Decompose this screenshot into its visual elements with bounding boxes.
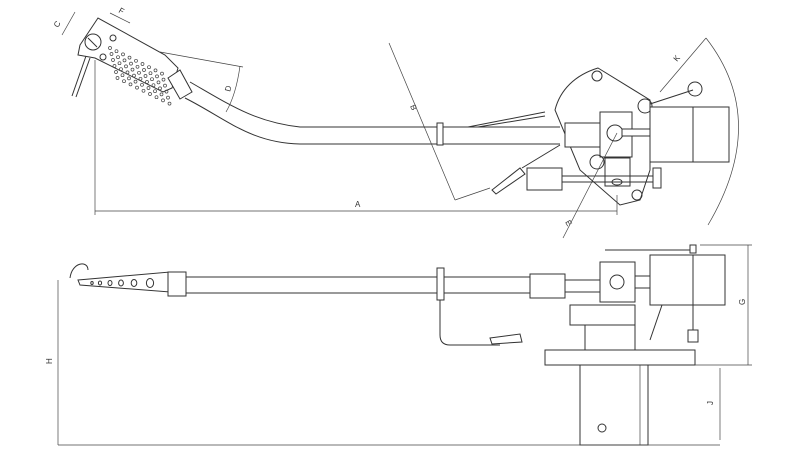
perforation-dot	[161, 98, 165, 103]
dimension-label-c: C	[52, 19, 63, 29]
perforation-dot	[146, 86, 151, 90]
perforation-dot	[143, 74, 148, 78]
perforation-dot	[108, 46, 112, 50]
perforation-dot	[166, 95, 170, 100]
perforation-dot	[120, 73, 125, 78]
perforation-dot	[142, 68, 146, 72]
perforation-dot	[160, 71, 164, 76]
perforation-dot	[135, 64, 140, 69]
headshell-hole	[145, 278, 155, 288]
perforation-dot	[138, 76, 143, 81]
perforation-dot	[140, 62, 145, 66]
dimension-label-e: E	[563, 219, 573, 228]
perforation-dot	[167, 101, 172, 106]
top-view: A B C F D E K	[52, 6, 739, 239]
headshell-hole	[107, 280, 113, 286]
perforation-dot	[147, 65, 151, 70]
perforation-dot	[130, 67, 135, 72]
counterweight-top	[692, 106, 730, 163]
dimension-label-a: A	[355, 200, 361, 209]
dimension-label-b: B	[408, 103, 418, 111]
dimension-label-h: H	[45, 358, 54, 364]
perforation-dot	[128, 82, 133, 87]
headshell-hole	[90, 281, 94, 285]
perforation-dot	[114, 70, 118, 74]
perforation-dot	[164, 89, 169, 94]
perforation-dot	[109, 52, 114, 56]
perforation-dot	[150, 77, 154, 82]
perforation-dot	[121, 52, 125, 57]
perforation-dot	[153, 89, 157, 94]
perforation-dot	[148, 92, 152, 96]
perforation-dot	[122, 79, 126, 84]
perforation-dot	[163, 83, 167, 88]
headshell-top	[71, 17, 193, 106]
perforation-dot	[161, 77, 166, 82]
headshell-hole	[130, 279, 138, 287]
perforation-dot	[116, 55, 120, 60]
perforation-dot	[124, 64, 128, 69]
dimension-label-k: K	[672, 53, 683, 63]
perforation-dot	[140, 82, 144, 87]
perforation-dot	[134, 58, 138, 63]
headshell-hole	[97, 280, 103, 286]
perforation-dot	[148, 71, 153, 76]
perforation-dot	[137, 70, 141, 75]
perforation-dot	[125, 70, 130, 75]
dimension-label-g: G	[738, 299, 747, 305]
perforation-dot	[151, 83, 156, 88]
mounting-plate	[544, 349, 696, 366]
perforation-dot	[135, 85, 139, 90]
perforation-dot	[129, 61, 133, 66]
perforation-dot	[158, 86, 162, 91]
perforation-dot	[141, 88, 146, 93]
dimension-label-d: D	[223, 84, 233, 92]
perforation-dot	[132, 73, 136, 78]
perforation-dot	[115, 76, 120, 80]
arm-clip	[436, 122, 444, 146]
perforation-dot	[127, 76, 131, 81]
counterweight-side	[692, 254, 726, 306]
perforation-dot	[145, 80, 149, 84]
side-view: H G J	[45, 244, 752, 446]
dimension-label-j: J	[706, 401, 715, 405]
headshell-hole	[118, 279, 124, 287]
perforation-dot	[119, 67, 123, 72]
perforation-dot	[122, 58, 127, 63]
mounting-post	[579, 364, 649, 446]
perforation-dot	[117, 61, 122, 66]
perforation-dot	[127, 55, 132, 60]
perforation-dot	[153, 68, 158, 73]
perforation-dot	[112, 64, 117, 68]
perforation-dot	[111, 58, 115, 62]
dimension-label-f: F	[117, 6, 126, 16]
perforation-dot	[155, 74, 159, 79]
perforation-dot	[159, 92, 164, 97]
perforation-dot	[154, 95, 159, 100]
perforation-dot	[114, 49, 119, 54]
perforation-dot	[133, 79, 138, 84]
perforation-dot	[156, 80, 161, 85]
